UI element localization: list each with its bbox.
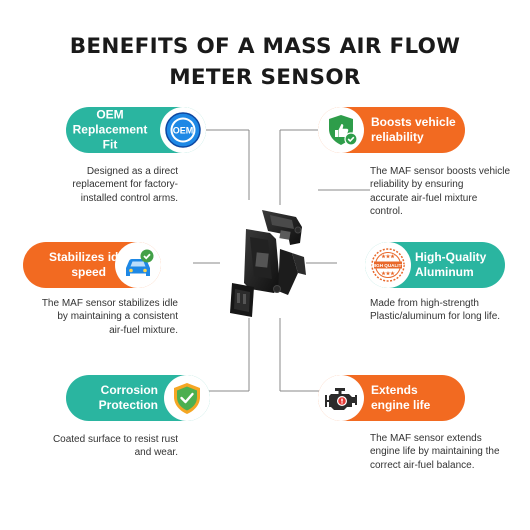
benefit-quality-label-line-1: High-Quality: [415, 250, 487, 264]
benefit-quality-pill: HIGH QUALITY ★★★ ★★★ High-Quality Alumin…: [365, 242, 505, 288]
benefit-quality-desc-line: Made from high-strength: [370, 298, 479, 309]
benefit-engine-label-line-1: Extends: [371, 383, 418, 397]
thumbs-up-shield-icon: [318, 107, 364, 153]
benefit-idle-desc-line: by maintaining a consistent: [57, 311, 178, 323]
oem-badge-icon: OEM: [160, 107, 206, 153]
benefit-engine-description: The MAF sensor extends engine life by ma…: [370, 432, 530, 472]
benefit-reliability-desc-line: reliability by ensuring: [370, 179, 464, 191]
benefit-idle-description: The MAF sensor stabilizes idle by mainta…: [0, 297, 178, 337]
benefit-engine-desc-line: engine life by maintaining the: [370, 446, 500, 458]
benefit-reliability-pill: Boosts vehicle reliability: [318, 107, 465, 153]
benefit-engine-desc-line: The MAF sensor extends: [370, 433, 482, 444]
benefit-reliability-label: Boosts vehicle reliability: [371, 115, 456, 145]
benefit-idle-label-line-2: speed: [71, 265, 107, 279]
benefit-reliability-desc-line: control.: [370, 206, 403, 218]
benefit-engine-label: Extends engine life: [371, 383, 430, 413]
title-line-2: METER SENSOR: [169, 65, 361, 90]
quality-stamp-text: HIGH QUALITY: [372, 263, 405, 268]
svg-text:★★★: ★★★: [381, 254, 395, 260]
benefit-idle-label-line-1: Stabilizes idle: [49, 250, 129, 264]
engine-icon: [318, 375, 364, 421]
benefit-idle-desc-line: The MAF sensor stabilizes idle: [41, 298, 178, 309]
benefit-oem-desc-line: Designed as a direct: [86, 166, 178, 177]
benefit-corrosion-desc-line: Coated surface to resist rust: [52, 434, 178, 445]
title-line-1: BENEFITS OF A MASS AIR FLOW: [69, 34, 461, 59]
shield-check-icon: [164, 375, 210, 421]
benefit-corrosion-pill: Corrosion Protection: [66, 375, 210, 421]
benefit-engine-desc-line: correct air-fuel balance.: [370, 459, 475, 471]
benefit-engine-label-line-2: engine life: [371, 398, 431, 412]
benefit-corrosion-label-line-1: Corrosion: [100, 383, 158, 397]
benefit-oem-desc-line: installed control arms.: [80, 192, 178, 204]
benefit-quality-description: Made from high-strength Plastic/aluminum…: [370, 297, 530, 324]
benefit-quality-label-line-2: Aluminum: [415, 265, 474, 279]
benefit-quality-label: High-Quality Aluminum: [415, 250, 486, 280]
benefit-idle-label: Stabilizes idle speed: [49, 250, 128, 280]
oem-badge-text: OEM: [173, 126, 194, 136]
benefit-reliability-desc-line: The MAF sensor boosts vehicle: [370, 166, 511, 177]
benefit-oem-pill: OEM Replacement Fit OEM: [66, 107, 206, 153]
benefit-corrosion-label: Corrosion Protection: [99, 383, 158, 413]
benefit-reliability-label-line-2: reliability: [371, 130, 424, 144]
svg-text:★★★: ★★★: [381, 271, 395, 277]
benefit-reliability-description: The MAF sensor boosts vehicle reliabilit…: [370, 165, 530, 219]
benefit-oem-desc-line: replacement for factory-: [72, 179, 178, 191]
benefit-engine-pill: Extends engine life: [318, 375, 465, 421]
benefit-oem-label-line-2: Replacement Fit: [72, 122, 148, 152]
benefit-reliability-label-line-1: Boosts vehicle: [371, 115, 456, 129]
benefit-oem-label: OEM Replacement Fit: [66, 108, 154, 153]
benefit-corrosion-description: Coated surface to resist rust and wear.: [0, 433, 178, 460]
benefit-oem-description: Designed as a direct replacement for fac…: [0, 165, 178, 205]
page-title: BENEFITS OF A MASS AIR FLOW METER SENSOR: [0, 31, 530, 93]
benefit-quality-desc-line: Plastic/aluminum for long life.: [370, 311, 501, 323]
benefit-reliability-desc-line: accurate air-fuel mixture: [370, 192, 478, 204]
quality-stamp-icon: HIGH QUALITY ★★★ ★★★: [365, 242, 411, 288]
benefit-idle-pill: Stabilizes idle speed: [23, 242, 161, 288]
benefit-idle-desc-line: air-fuel mixture.: [109, 324, 178, 336]
maf-sensor-image: [230, 210, 306, 317]
benefit-oem-label-line-1: OEM: [96, 107, 124, 122]
car-check-icon: [115, 242, 161, 288]
benefit-corrosion-desc-line: and wear.: [134, 447, 178, 459]
benefit-corrosion-label-line-2: Protection: [98, 398, 158, 412]
